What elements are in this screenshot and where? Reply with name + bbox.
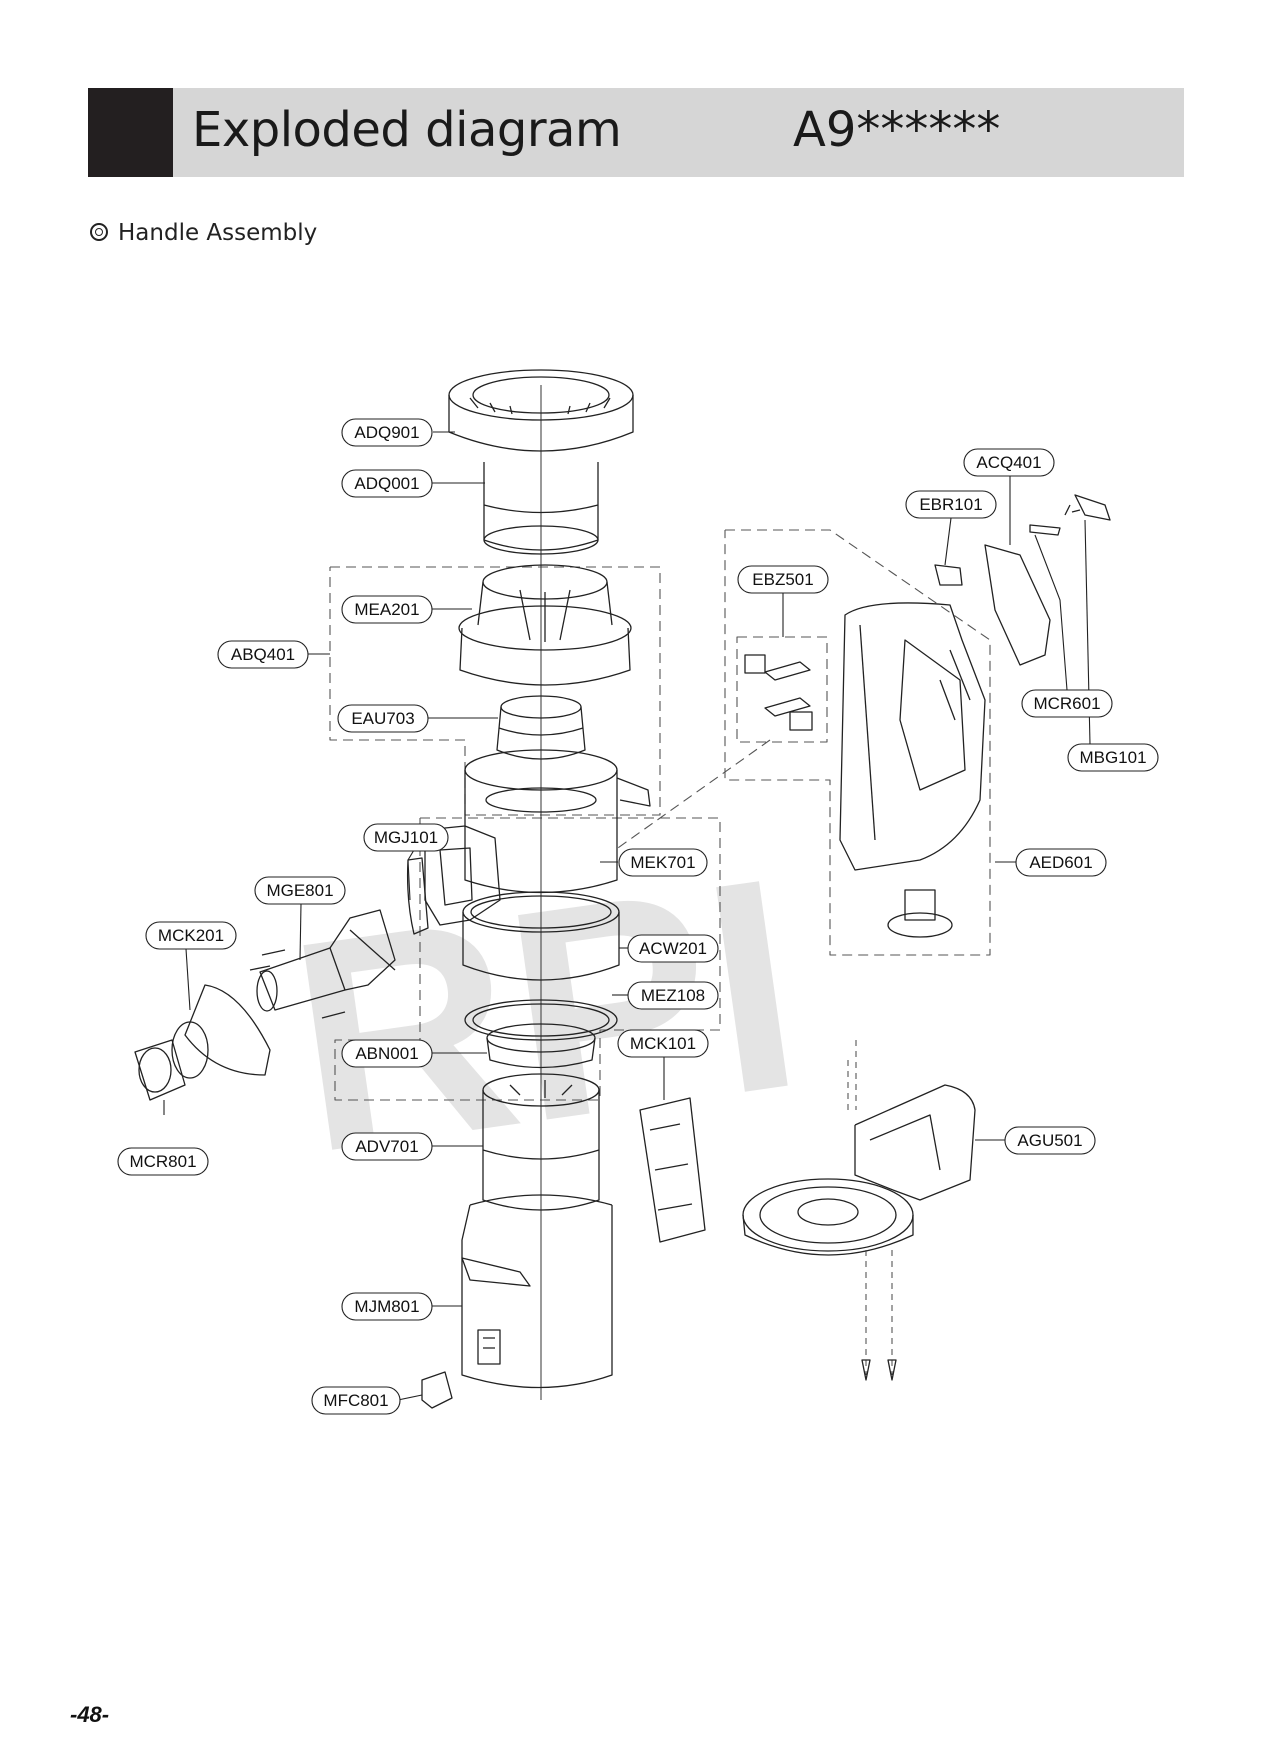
part-acq401 bbox=[984, 544, 1051, 666]
callout-label: ACW201 bbox=[639, 939, 707, 958]
callout-label: MFC801 bbox=[323, 1391, 388, 1410]
part-mbg101 bbox=[1074, 494, 1111, 521]
part-adv701 bbox=[482, 1073, 600, 1211]
callout-label: EAU703 bbox=[351, 709, 414, 728]
callout-label: MGJ101 bbox=[374, 828, 438, 847]
callout-adq001: ADQ001 bbox=[341, 469, 433, 498]
ebz501-group-outline bbox=[724, 529, 991, 956]
callout-mez108: MEZ108 bbox=[627, 981, 719, 1010]
part-mck101 bbox=[639, 1097, 706, 1243]
callout-label: ABN001 bbox=[355, 1044, 418, 1063]
part-mck201 bbox=[171, 984, 271, 1079]
page-title: Exploded diagram bbox=[192, 102, 622, 158]
part-ebz501 bbox=[744, 654, 813, 731]
callout-ebz501: EBZ501 bbox=[737, 565, 829, 594]
callout-label: ACQ401 bbox=[976, 453, 1041, 472]
callout-eau703: EAU703 bbox=[337, 704, 429, 733]
model-number: A9****** bbox=[793, 102, 1001, 158]
part-bracket bbox=[424, 825, 501, 926]
callout-label: ADQ901 bbox=[354, 423, 419, 442]
callout-label: MCR801 bbox=[129, 1152, 196, 1171]
part-acw201 bbox=[462, 891, 620, 981]
callout-mea201: MEA201 bbox=[341, 595, 433, 624]
section-title: Handle Assembly bbox=[118, 220, 318, 246]
callout-mfc801: MFC801 bbox=[311, 1386, 401, 1415]
callout-abn001: ABN001 bbox=[341, 1039, 433, 1068]
callout-aed601: AED601 bbox=[1015, 848, 1107, 877]
callout-label: MJM801 bbox=[354, 1297, 419, 1316]
callout-label: ADQ001 bbox=[354, 474, 419, 493]
callout-label: MEZ108 bbox=[641, 986, 705, 1005]
part-ebr101 bbox=[934, 564, 963, 586]
callout-mcr601: MCR601 bbox=[1021, 689, 1113, 718]
part-mea201 bbox=[458, 564, 632, 686]
callout-abq401: ABQ401 bbox=[217, 640, 309, 669]
part-eau703 bbox=[496, 695, 586, 760]
callout-mbg101: MBG101 bbox=[1067, 743, 1159, 772]
page-number: -48- bbox=[70, 1702, 110, 1727]
callout-label: ABQ401 bbox=[231, 645, 295, 664]
mek701-group-outline bbox=[334, 817, 721, 1101]
part-adq001 bbox=[483, 462, 599, 555]
ebz501-inner-outline bbox=[736, 636, 828, 743]
page-header: Exploded diagram A9****** bbox=[88, 88, 1184, 177]
callout-label: ADV701 bbox=[355, 1137, 418, 1156]
callout-label: MEK701 bbox=[630, 853, 695, 872]
callout-label: MCK101 bbox=[630, 1034, 696, 1053]
callout-label: AGU501 bbox=[1017, 1131, 1082, 1150]
callout-label: MGE801 bbox=[266, 881, 333, 900]
callout-mek701: MEK701 bbox=[618, 848, 708, 877]
callout-labels: ADQ901 ADQ001 MEA201 ABQ401 EAU703 MGJ10… bbox=[117, 418, 1159, 1415]
callout-label: AED601 bbox=[1029, 853, 1092, 872]
part-mek701 bbox=[464, 749, 651, 894]
callout-label: MCK201 bbox=[158, 926, 224, 945]
double-circle-icon bbox=[90, 223, 108, 241]
section-heading: Handle Assembly bbox=[90, 220, 317, 246]
callout-mcr801: MCR801 bbox=[117, 1147, 209, 1176]
part-mge801 bbox=[256, 909, 396, 1012]
callout-agu501: AGU501 bbox=[1004, 1126, 1096, 1155]
callout-adv701: ADV701 bbox=[341, 1132, 433, 1161]
callout-adq901: ADQ901 bbox=[341, 418, 433, 447]
part-aed601 bbox=[839, 602, 986, 938]
callout-label: MCR601 bbox=[1033, 694, 1100, 713]
callout-label: MBG101 bbox=[1079, 748, 1146, 767]
callout-mck101: MCK101 bbox=[617, 1029, 709, 1058]
callout-mge801: MGE801 bbox=[254, 876, 346, 905]
part-abn001 bbox=[486, 1023, 596, 1069]
part-mcr601 bbox=[1029, 524, 1061, 536]
part-mcr801 bbox=[134, 1039, 186, 1101]
part-agu501 bbox=[742, 1084, 976, 1256]
callout-label: EBZ501 bbox=[752, 570, 813, 589]
part-mjm801 bbox=[461, 1194, 613, 1389]
part-mgj101 bbox=[406, 857, 429, 935]
callout-mjm801: MJM801 bbox=[341, 1292, 433, 1321]
part-adq901 bbox=[448, 369, 634, 452]
header-block bbox=[88, 88, 173, 177]
screw bbox=[865, 1250, 893, 1375]
callout-label: EBR101 bbox=[919, 495, 982, 514]
part-mfc801 bbox=[421, 1371, 453, 1409]
callout-mck201: MCK201 bbox=[145, 921, 237, 950]
callout-acq401: ACQ401 bbox=[963, 448, 1055, 477]
screw bbox=[249, 949, 346, 1019]
callout-mgj101: MGJ101 bbox=[363, 823, 449, 852]
callout-label: MEA201 bbox=[354, 600, 419, 619]
callout-ebr101: EBR101 bbox=[905, 490, 997, 519]
part-mez108 bbox=[464, 999, 618, 1041]
callout-acw201: ACW201 bbox=[627, 934, 719, 963]
